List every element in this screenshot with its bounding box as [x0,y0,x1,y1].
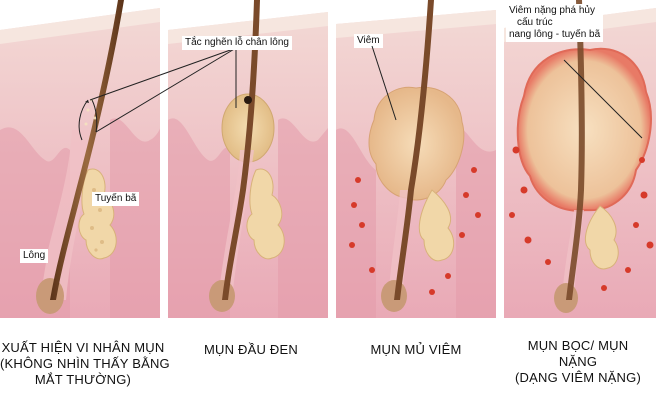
caption-blackhead: MỤN ĐẦU ĐEN [204,342,298,357]
caption-microcomedone: XUẤT HIỆN VI NHÂN MỤN (KHÔNG NHÌN THẤY B… [0,340,170,387]
label-hair: Lông [20,249,49,263]
panel-cyst: Viêm nặng phá hủy cấu trúc nang lông - t… [504,0,656,318]
inflammation-dots [349,167,481,295]
hair-shaft [566,0,585,300]
hair-shaft [394,0,434,300]
hair-shaft [222,0,260,300]
label-pore-blockage: Tắc nghẽn lỗ chân lông [182,36,292,50]
sebaceous-gland [246,168,285,260]
caption-cyst: MỤN BỌC/ MỤN NẶNG (DẠNG VIÊM NẶNG) [515,338,641,385]
label-inflammation: Viêm [354,34,383,48]
label-severe-inflammation: Viêm nặng phá hủy cấu trúc nang lông - t… [506,4,604,42]
caption-inflamed: MỤN MỦ VIÊM [370,342,462,357]
panel-inflamed-pimple: Viêm [336,0,496,318]
label-sebaceous-gland: Tuyến bã [92,192,140,206]
panel-microcomedone: Tuyến bã Lông [0,0,160,318]
inflammation-dots [509,146,654,291]
